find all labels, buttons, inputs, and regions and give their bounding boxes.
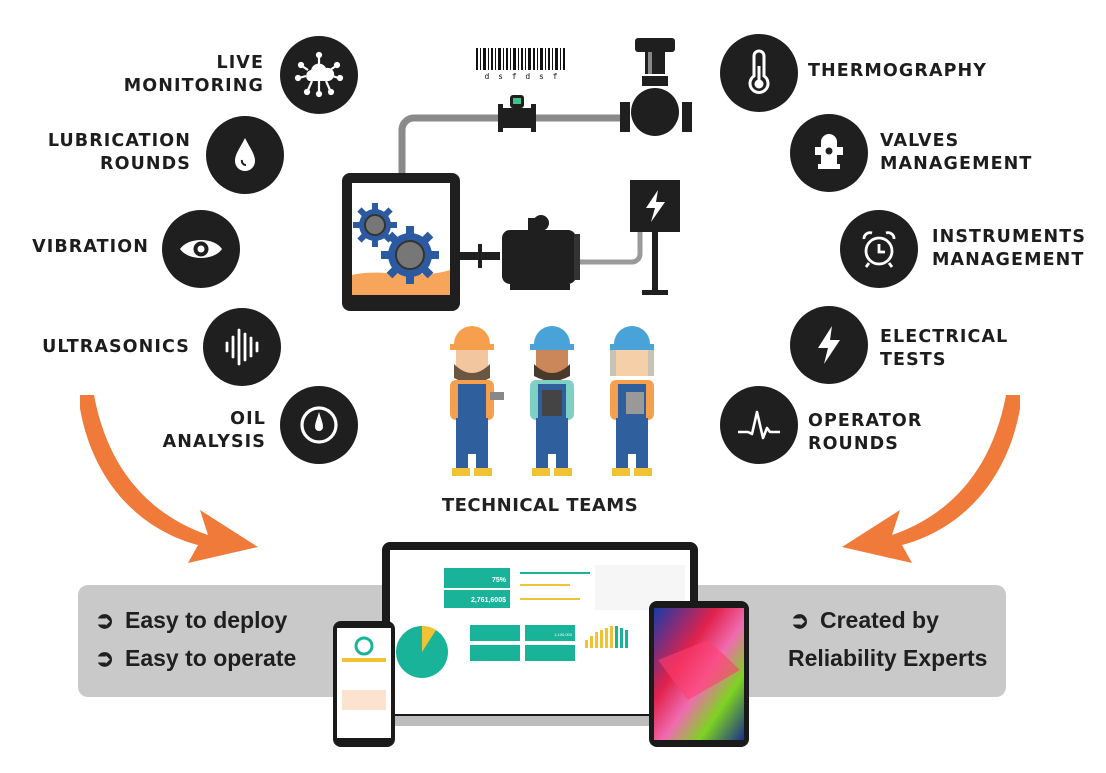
- arrow-bullet-icon: ➲: [95, 645, 115, 671]
- oil-analysis-line2: ANALYSIS: [162, 432, 266, 452]
- lubrication-rounds-label: LUBRICATION ROUNDS: [48, 130, 191, 176]
- metric-small: 1,100,000: [554, 632, 573, 637]
- valves-management-line1: VALVES: [880, 131, 960, 151]
- vibration-label: VIBRATION: [32, 236, 149, 259]
- operator-rounds-line2: ROUNDS: [808, 434, 899, 454]
- valves-management-label: VALVES MANAGEMENT: [880, 130, 1032, 176]
- pulse-icon: [720, 386, 798, 464]
- thermometer-icon: [720, 34, 798, 112]
- oil-analysis-label: OIL ANALYSIS: [163, 408, 266, 454]
- easy-operate-text: Easy to operate: [125, 645, 297, 671]
- bullet-created-by: ➲ Created by: [790, 607, 939, 634]
- electrical-tests-label: ELECTRICAL TESTS: [880, 326, 1008, 372]
- technical-team-illustration: [450, 326, 654, 476]
- lubrication-rounds-line2: ROUNDS: [100, 154, 191, 174]
- right-curved-arrow: [842, 395, 1020, 563]
- metric-money: 2,761,600$: [471, 597, 506, 604]
- easy-deploy-text: Easy to deploy: [125, 607, 288, 633]
- metric-percent: 75%: [492, 577, 507, 584]
- instruments-management-label: INSTRUMENTS MANAGEMENT: [932, 226, 1086, 272]
- live-monitoring-label: LIVE MONITORING: [124, 52, 264, 98]
- arrow-bullet-icon: ➲: [95, 607, 115, 633]
- equipment-illustration: [342, 38, 692, 311]
- live-monitoring-line2: MONITORING: [123, 76, 264, 96]
- gauge-drop-icon: [280, 386, 358, 464]
- alarm-clock-icon: [840, 210, 918, 288]
- lubrication-rounds-line1: LUBRICATION: [47, 131, 191, 151]
- tablet-thermal-image: [649, 601, 749, 747]
- cloud-network-icon: [280, 36, 358, 114]
- valves-management-line2: MANAGEMENT: [880, 154, 1033, 174]
- barcode-icon: [476, 48, 565, 70]
- sound-wave-icon: [203, 308, 281, 386]
- oil-analysis-line1: OIL: [230, 409, 266, 429]
- bullet-easy-deploy: ➲ Easy to deploy: [95, 607, 287, 634]
- created-by-text: Created by: [820, 607, 939, 633]
- laptop-dashboard: 75% 2,761,600$ 1,100,000: [380, 542, 700, 726]
- instruments-management-line2: MANAGEMENT: [932, 250, 1085, 270]
- instruments-management-line1: INSTRUMENTS: [932, 227, 1087, 247]
- lightning-icon: [790, 306, 868, 384]
- ultrasonics-line1: ULTRASONICS: [42, 337, 190, 357]
- phone-dashboard: [333, 621, 395, 747]
- operator-rounds-line1: OPERATOR: [808, 411, 923, 431]
- operator-rounds-label: OPERATOR ROUNDS: [808, 410, 922, 456]
- barcode-text: d s f d s f: [484, 72, 560, 81]
- eye-icon: [162, 210, 240, 288]
- arrow-bullet-icon: ➲: [790, 607, 810, 633]
- oil-drop-icon: [206, 116, 284, 194]
- thermography-label: THERMOGRAPHY: [808, 60, 987, 83]
- bullet-easy-operate: ➲ Easy to operate: [95, 645, 296, 672]
- reliability-experts-text: Reliability Experts: [788, 645, 988, 671]
- live-monitoring-line1: LIVE: [216, 53, 264, 73]
- thermography-line1: THERMOGRAPHY: [808, 61, 988, 81]
- technical-teams-label: TECHNICAL TEAMS: [441, 495, 639, 516]
- electrical-tests-line1: ELECTRICAL: [880, 327, 1009, 347]
- vibration-line1: VIBRATION: [32, 237, 149, 257]
- hydrant-icon: [790, 114, 868, 192]
- left-curved-arrow: [80, 395, 258, 563]
- electrical-tests-line2: TESTS: [880, 350, 947, 370]
- ultrasonics-label: ULTRASONICS: [42, 336, 190, 359]
